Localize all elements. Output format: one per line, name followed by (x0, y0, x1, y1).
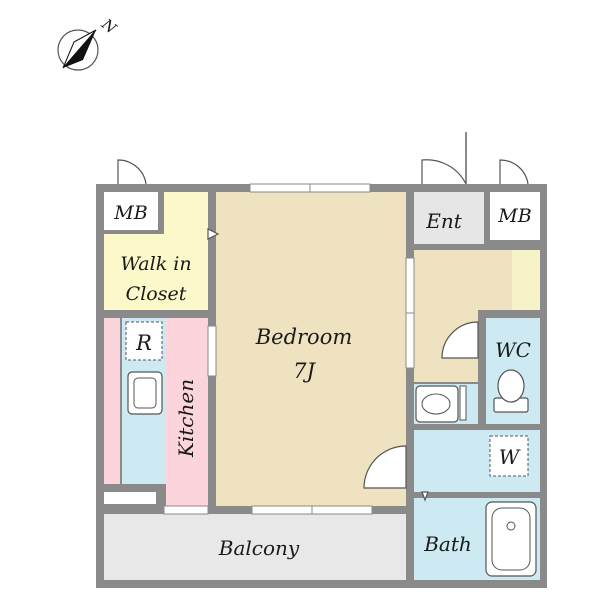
toilet-bowl (497, 369, 525, 403)
compass-needle-light (62, 29, 97, 69)
bedroom-room (216, 192, 406, 506)
washer-space (489, 435, 529, 477)
closet-door-marker (207, 228, 220, 240)
walk-in-closet-room (104, 234, 208, 310)
entrance-room (414, 192, 484, 244)
kitchen-sink-basin (133, 377, 157, 409)
balcony-label: Balcony (218, 536, 300, 560)
bedroom-size-label: 7J (293, 359, 316, 383)
entrance-door-swing (421, 132, 467, 185)
wash-cabinet (459, 385, 467, 421)
walk-in-closet-label-2: Closet (126, 283, 187, 305)
bath-room-left (414, 498, 484, 580)
closet-upper (164, 192, 208, 234)
kitchen-bedroom-opening (207, 325, 217, 377)
mb-right-door-swing (499, 159, 529, 185)
bathtub-drain (506, 521, 516, 531)
washer-label: W (499, 445, 521, 469)
mb-left-door-swing (117, 159, 147, 185)
kitchen-label: Kitchen (174, 379, 198, 458)
wc-door-swing (441, 321, 479, 359)
bedroom-label: Bedroom (255, 325, 353, 349)
mb-left-label: MB (113, 202, 147, 224)
bedroom-door-swing (363, 445, 407, 489)
kitchen-sink (127, 371, 163, 415)
mb-right-room (490, 192, 540, 240)
bathtub-basin (491, 507, 531, 571)
compass: N (57, 14, 121, 71)
mb-right-label: MB (497, 205, 531, 227)
hallway-storage (512, 250, 540, 310)
bathtub (485, 501, 537, 577)
kitchen-left-strip (104, 318, 120, 484)
wc-label: WC (495, 338, 531, 362)
walk-in-closet-label-1: Walk in (120, 253, 191, 275)
kitchen-room (166, 318, 208, 506)
wash-basin (415, 385, 459, 423)
balcony-area (104, 514, 406, 580)
compass-north-label: N (97, 14, 120, 37)
bath-door-marker (421, 491, 429, 502)
mb-left-room (104, 192, 158, 230)
refrigerator-space (125, 321, 163, 361)
kitchen-shelf (104, 492, 156, 504)
kitchen-bottom-window (163, 505, 209, 515)
refrigerator-label: R (135, 331, 152, 355)
bath-label: Bath (423, 532, 472, 556)
entrance-label: Ent (425, 209, 462, 233)
wash-basin-bowl (421, 393, 451, 415)
